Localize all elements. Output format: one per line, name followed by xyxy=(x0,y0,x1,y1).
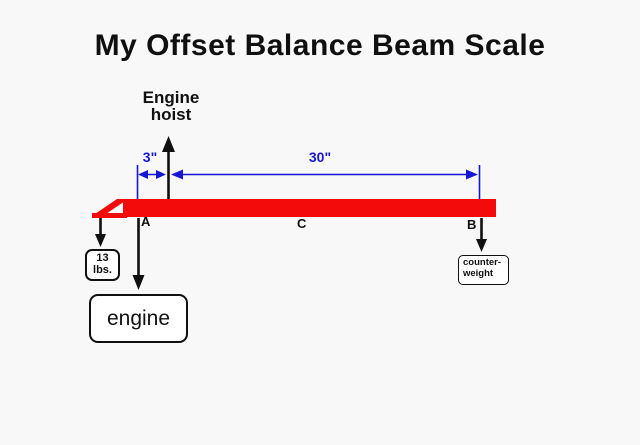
point-c-label: C xyxy=(297,216,307,231)
offset-dimension-arrowhead-right-icon xyxy=(156,170,166,179)
offset-dimension-label: 3" xyxy=(142,149,158,165)
span-dimension-arrowhead-right-icon xyxy=(466,169,478,180)
beam-left-hook-diagonal xyxy=(92,199,128,216)
counterweight-box: counter- weight xyxy=(458,255,509,285)
engine-hoist-label: Engine hoist xyxy=(142,88,200,124)
offset-dimension-arrowhead-left-icon xyxy=(138,170,148,179)
engine-down-arrow-head-icon xyxy=(132,275,145,290)
balance-beam xyxy=(123,199,496,217)
beam-left-hook-bar xyxy=(92,213,127,218)
weight-value-box: 13 lbs. xyxy=(85,249,120,281)
page-title: My Offset Balance Beam Scale xyxy=(94,29,546,62)
span-dimension-arrowhead-left-icon xyxy=(171,169,183,180)
hoist-up-arrow-head-icon xyxy=(162,136,175,152)
span-dimension-label: 30" xyxy=(308,149,332,165)
weight-down-arrow-head-icon xyxy=(95,234,106,247)
counterweight-down-arrow-head-icon xyxy=(476,239,487,252)
engine-box: engine xyxy=(89,294,188,343)
point-a-label: A xyxy=(141,214,151,229)
point-b-label: B xyxy=(467,217,477,232)
